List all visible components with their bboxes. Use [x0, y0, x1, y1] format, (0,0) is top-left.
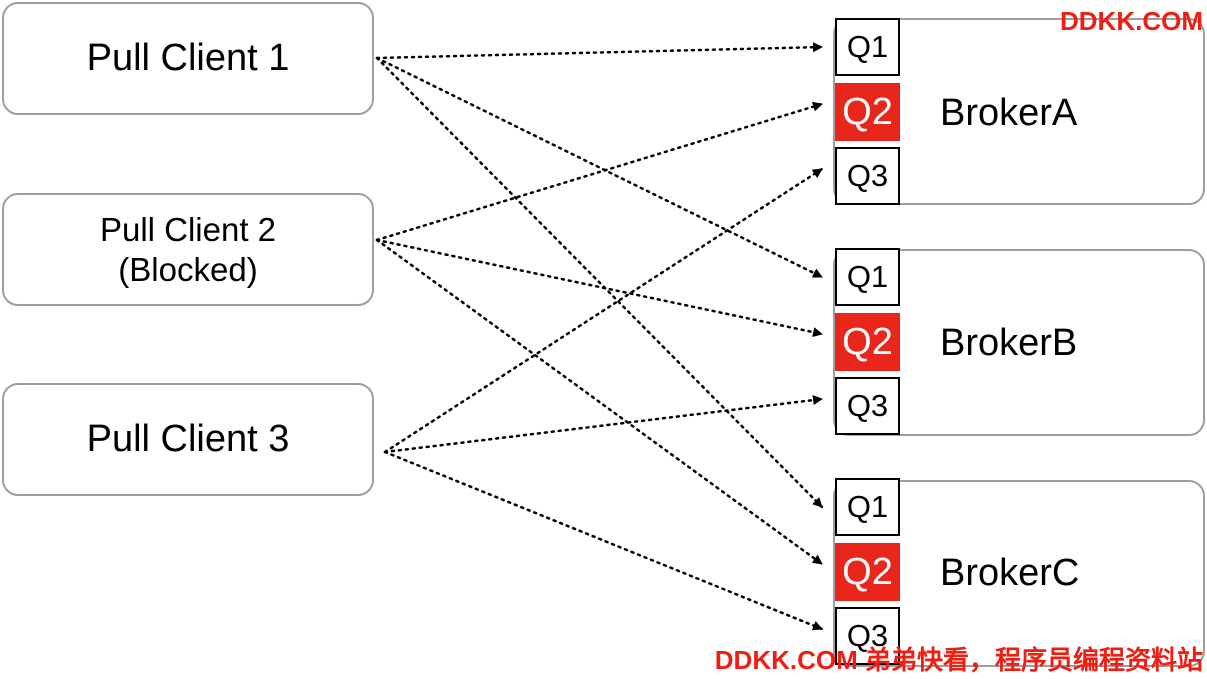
arrow-pull-client-1-to-broker-c-q1 [375, 56, 824, 509]
watermark-top: DDKK.COM [1060, 6, 1203, 36]
arrow-pull-client-2-to-broker-c-q2 [375, 238, 824, 566]
pull-client-3: Pull Client 3 [2, 383, 374, 496]
broker-b-label: BrokerB [940, 322, 1078, 364]
broker-c-label: BrokerC [940, 552, 1080, 594]
broker-b-queue-q2: Q2 [835, 313, 900, 371]
broker-a-queue-q3: Q3 [835, 147, 900, 205]
pull-client-2-status: (Blocked) [118, 250, 258, 288]
pull-client-1: Pull Client 1 [2, 2, 374, 115]
arrow-pull-client-2-to-broker-a-q2 [375, 101, 824, 242]
broker-c-queue-q3: Q3 [835, 607, 900, 665]
arrow-pull-client-1-to-broker-a-q1 [375, 42, 824, 60]
broker-a-queue-q1: Q1 [835, 18, 900, 76]
broker-c-queue-q2: Q2 [835, 543, 900, 601]
pull-client-3-label: Pull Client 3 [86, 417, 290, 460]
broker-a-queue-q2: Q2 [835, 83, 900, 141]
watermark-bottom: DDKK.COM 弟弟快看，程序员编程资料站 [714, 645, 1203, 675]
arrow-pull-client-3-to-broker-c-q3 [383, 450, 824, 631]
broker-b-queue-q3: Q3 [835, 377, 900, 435]
pull-client-2-label: Pull Client 2 [99, 210, 277, 248]
broker-a-label: BrokerA [940, 92, 1078, 134]
pull-client-2: Pull Client 2 (Blocked) [2, 193, 374, 306]
arrow-pull-client-2-to-broker-b-q2 [375, 238, 824, 338]
arrow-pull-client-3-to-broker-a-q3 [383, 167, 824, 454]
pull-client-1-label: Pull Client 1 [86, 36, 290, 79]
arrow-pull-client-1-to-broker-b-q1 [375, 56, 824, 279]
arrow-pull-client-3-to-broker-b-q3 [383, 395, 824, 454]
broker-c-queue-q1: Q1 [835, 478, 900, 536]
broker-b-queue-q1: Q1 [835, 248, 900, 306]
